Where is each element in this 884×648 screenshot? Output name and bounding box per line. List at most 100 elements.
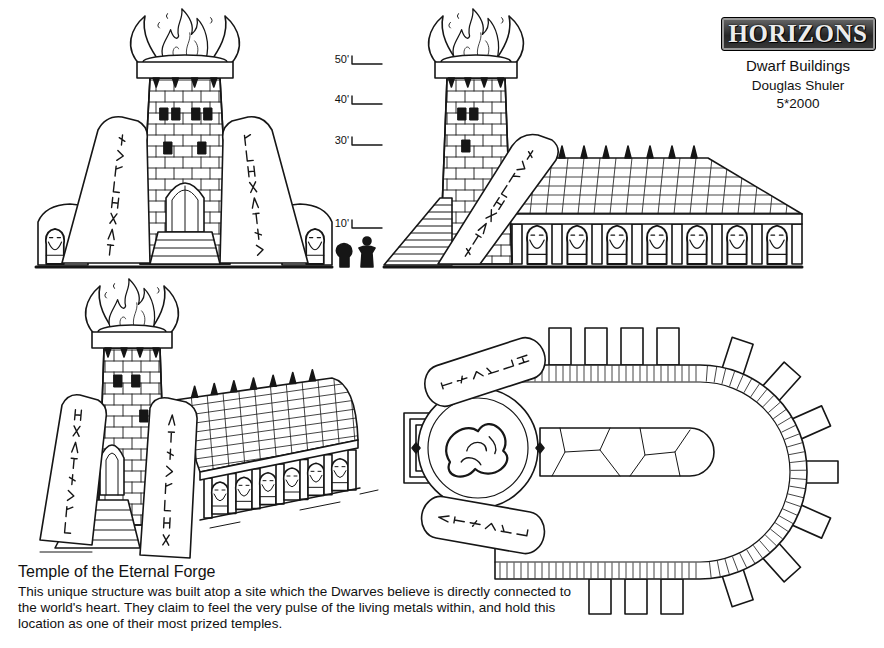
column (324, 455, 332, 495)
rune-glyph (250, 182, 257, 193)
column (592, 224, 602, 264)
column (752, 224, 762, 264)
crown-tooth (465, 78, 471, 87)
dwarf-statue (527, 226, 547, 264)
roof-spike (290, 373, 296, 384)
forge-flame (453, 9, 499, 60)
scale-height-label: 40' (335, 93, 349, 105)
base-line (200, 488, 360, 520)
column (300, 459, 308, 499)
radial-slab (661, 579, 683, 614)
roof-fascia (502, 214, 802, 224)
ground-line (384, 266, 802, 269)
tower-body (140, 78, 230, 264)
dwarf-statue (727, 226, 747, 264)
rune-glyph (486, 210, 496, 222)
sheet-subject: Dwarf Buildings (746, 57, 850, 74)
cobble-lines (552, 428, 690, 476)
crown-tooth (105, 348, 111, 357)
rune-glyph (438, 514, 449, 522)
column (792, 224, 802, 264)
column (204, 478, 212, 518)
rune-glyph (255, 229, 262, 240)
tower-window (462, 140, 470, 152)
column (228, 473, 236, 513)
scale-height-label: 50' (335, 53, 349, 65)
roof-spike (603, 146, 609, 158)
statue-detail (527, 235, 546, 254)
tower-crown (92, 332, 172, 348)
column (672, 224, 682, 264)
roof-spike (309, 370, 315, 381)
statue-detail (306, 238, 324, 256)
rune-glyph (164, 501, 170, 511)
rune-glyph (502, 360, 513, 369)
column (632, 224, 642, 264)
plan-view (404, 328, 838, 614)
description-caption: This unique structure was built atop a s… (18, 584, 578, 632)
rune-glyph (472, 370, 483, 379)
sheet-date: 5*2000 (777, 96, 820, 111)
rune-glyph (456, 375, 467, 384)
rune-stone (140, 398, 197, 558)
rune-glyph (441, 380, 452, 389)
dwarf-statue (308, 463, 325, 495)
rune-glyph (72, 442, 79, 452)
statue-detail (687, 235, 706, 254)
dwarf-statue (306, 229, 324, 264)
radial-slab (657, 328, 679, 365)
rune-glyph (163, 535, 169, 545)
brick-pattern (138, 80, 232, 267)
rune-glyph (69, 474, 76, 484)
statue-detail (260, 481, 276, 497)
scale-height-label: 10' (335, 217, 349, 229)
rune-glyph (485, 523, 496, 531)
scale-tick (352, 220, 382, 228)
ground-line (36, 266, 332, 269)
dwarf-statue (46, 229, 64, 264)
scale-tick (352, 96, 382, 104)
tower-outline (140, 78, 230, 264)
rune-glyph (65, 523, 72, 533)
rune-glyph (454, 517, 465, 525)
statue-detail (46, 238, 64, 256)
tower-window (140, 410, 148, 422)
dwarf-statue (767, 226, 787, 264)
rune-stone (418, 494, 547, 557)
rune-glyph (501, 525, 512, 533)
column (252, 469, 260, 509)
flame-ember (158, 14, 212, 28)
dwarf-statue (284, 468, 301, 500)
crown-tooth (121, 348, 127, 357)
ground-hatch (40, 490, 378, 552)
dwarf-statue (567, 226, 587, 264)
radial-slab (549, 328, 571, 365)
rune-stone (220, 117, 308, 263)
roof-spike (211, 384, 217, 395)
rune-glyph (75, 410, 82, 420)
rune-glyph (256, 245, 263, 256)
rune-glyph (525, 149, 535, 161)
tower-crown (137, 62, 233, 78)
front-elevation (36, 9, 382, 267)
statue-detail (607, 235, 626, 254)
tower-door (166, 183, 204, 232)
scale-tick (352, 137, 382, 145)
rune-glyph (115, 166, 122, 177)
rune-glyph (478, 222, 488, 234)
rune-glyph (166, 466, 172, 476)
tower-window (160, 108, 168, 120)
statue-detail (284, 476, 300, 492)
tower-window (198, 142, 206, 154)
rune-stone (40, 395, 106, 545)
crown-tooth (137, 348, 143, 357)
rune-glyph (487, 365, 498, 374)
rune-glyph (502, 186, 512, 198)
roof-spike (647, 146, 653, 158)
roof-hatch (500, 366, 806, 578)
tower-window (114, 375, 122, 387)
statue-detail (332, 467, 348, 483)
rune-glyph (118, 135, 125, 146)
